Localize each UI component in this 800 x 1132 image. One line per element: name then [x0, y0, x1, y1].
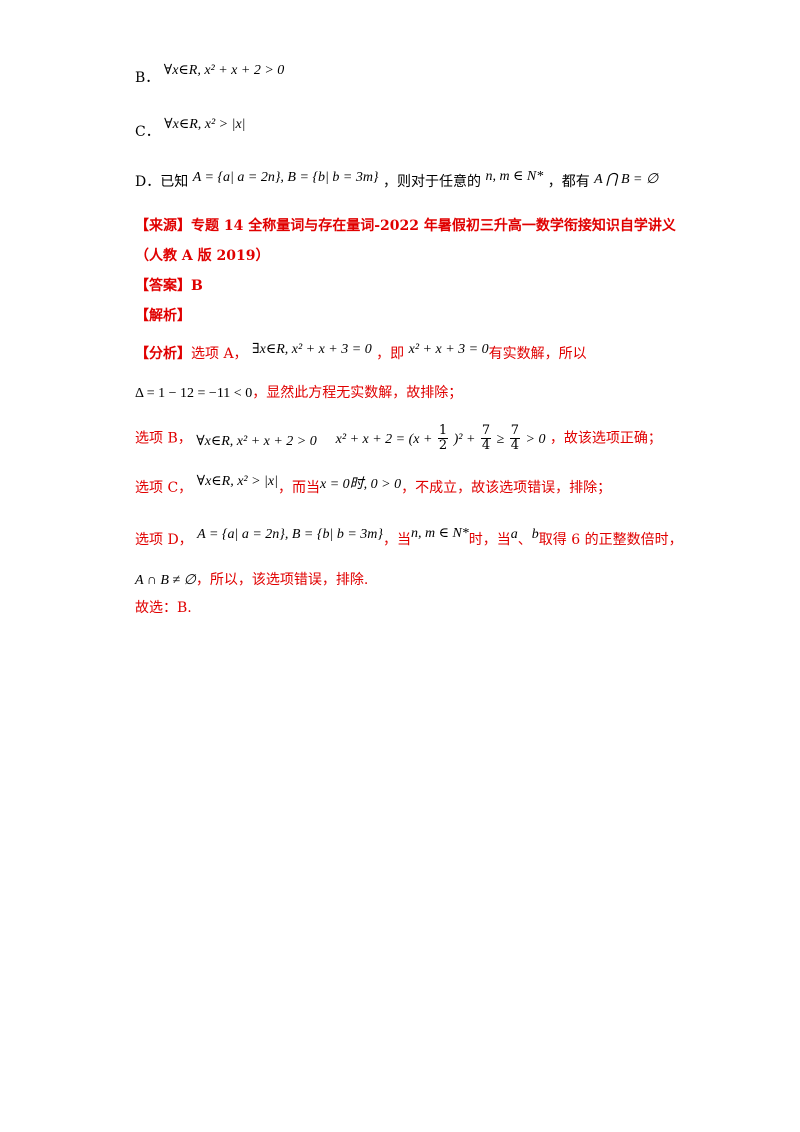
option-c-label: C．: [135, 124, 160, 140]
analysis-a-text-2: ，即: [376, 346, 405, 362]
analysis-label: 【解析】: [135, 308, 191, 324]
analysis-d-formula-2: n, m ∈ N*: [410, 526, 469, 541]
analysis-option-c: 选项 C， ∀x∈R, x² > |x|，而当x = 0时, 0 > 0，不成立…: [135, 474, 612, 499]
option-d-formula-nm: n, m ∈ N*: [485, 169, 544, 184]
option-c: C． ∀x∈R, x² > |x|: [135, 117, 246, 143]
analysis-a-formula-2: x² + x + 3 = 0: [408, 342, 489, 357]
analysis-b-text-2: ，故该选项正确；: [549, 430, 662, 447]
analysis-b-formula-2c: ≥: [496, 431, 505, 447]
analysis-b-formula-2d: > 0: [525, 431, 546, 447]
analysis-b-formula-2a: x² + x + 2 = (x +: [335, 431, 433, 447]
analysis-d-text-4: 、: [517, 532, 532, 548]
option-b-formula: ∀x∈R, x² + x + 2 > 0: [163, 63, 285, 78]
fraction-numerator: 1: [437, 423, 449, 439]
analysis-delta: Δ = 1 − 12 = −11 < 0，显然此方程无实数解，故排除；: [135, 383, 462, 404]
fraction-numerator: 7: [480, 423, 492, 439]
analysis-d-text-3: 时，当: [468, 532, 511, 548]
option-b: B． ∀x∈R, x² + x + 2 > 0: [135, 63, 284, 89]
answer-value: B: [191, 278, 203, 294]
analysis-option-d: 选项 D， A = {a| a = 2n}, B = {b| b = 3m}，当…: [135, 526, 683, 551]
answer-row: 【答案】B: [135, 276, 203, 296]
analysis-d-formula-a: a: [510, 527, 518, 542]
option-d-text-1: ，则对于任意的: [382, 174, 481, 190]
analysis-option-b: 选项 B， ∀x∈R, x² + x + 2 > 0 x² + x + 2 = …: [135, 424, 662, 453]
analysis-e-text: ，所以，该选项错误，排除.: [195, 572, 369, 588]
analysis-d-text-1: 选项 D，: [135, 532, 193, 548]
option-b-label: B．: [135, 70, 160, 86]
analysis-d-formula-1: A = {a| a = 2n}, B = {b| b = 3m}: [197, 527, 383, 542]
option-d: D．已知 A = {a| a = 2n}, B = {b| b = 3m} ，则…: [135, 169, 659, 193]
analysis-c-text-2: ，而当: [277, 480, 320, 496]
analysis-e-formula: A ∩ B ≠ ∅: [135, 573, 196, 588]
analysis-b-text-1: 选项 B，: [135, 430, 192, 447]
analysis-d-formula-b: b: [531, 527, 539, 542]
source-line-2: （人教 A 版 2019）: [135, 248, 270, 264]
fraction-denominator: 4: [510, 438, 520, 453]
analysis-conclusion: 故选：B.: [135, 600, 192, 616]
analysis-a-text-3: 有实数解，所以: [488, 346, 587, 362]
analysis-option-d-conclusion: A ∩ B ≠ ∅，所以，该选项错误，排除.: [135, 570, 368, 591]
analysis-c-text-3: ，不成立，故该选项错误，排除；: [401, 480, 612, 496]
source-line-1: 【来源】专题 14 全称量词与存在量词-2022 年暑假初三升高一数学衔接知识自…: [135, 218, 676, 234]
analysis-delta-text: ，显然此方程无实数解，故排除；: [252, 385, 463, 401]
fraction-numerator: 7: [509, 423, 521, 439]
answer-label: 【答案】: [135, 278, 191, 294]
analysis-delta-formula: Δ = 1 − 12 = −11 < 0: [135, 386, 253, 401]
analysis-b-formula-1: ∀x∈R, x² + x + 2 > 0: [196, 433, 317, 449]
option-d-text-2: ，都有: [547, 174, 590, 190]
option-d-formula-sets: A = {a| a = 2n}, B = {b| b = 3m}: [192, 170, 379, 185]
analysis-c-formula-1: ∀x∈R, x² > |x|: [196, 474, 278, 489]
analysis-option-a: 【分析】选项 A， ∃x∈R, x² + x + 3 = 0 ，即 x² + x…: [135, 342, 587, 365]
option-d-label: D．已知: [135, 174, 189, 190]
option-c-formula: ∀x∈R, x² > |x|: [164, 117, 246, 132]
option-d-formula-intersection: A ⋂ B = ∅: [594, 172, 659, 187]
analysis-a-formula-1: ∃x∈R, x² + x + 3 = 0: [252, 342, 372, 357]
analysis-d-text-2: ，当: [382, 532, 411, 548]
analysis-c-text-1: 选项 C，: [135, 480, 193, 496]
analysis-c-formula-2: x = 0时, 0 > 0: [319, 477, 402, 492]
analysis-a-text-1: 选项 A，: [191, 346, 248, 362]
analysis-b-formula-2b: )² +: [453, 431, 476, 447]
fraction-denominator: 2: [438, 438, 448, 453]
fraction-denominator: 4: [481, 438, 491, 453]
analysis-prefix: 【分析】: [135, 346, 191, 362]
analysis-d-text-5: 取得 6 的正整数倍时，: [538, 532, 683, 548]
